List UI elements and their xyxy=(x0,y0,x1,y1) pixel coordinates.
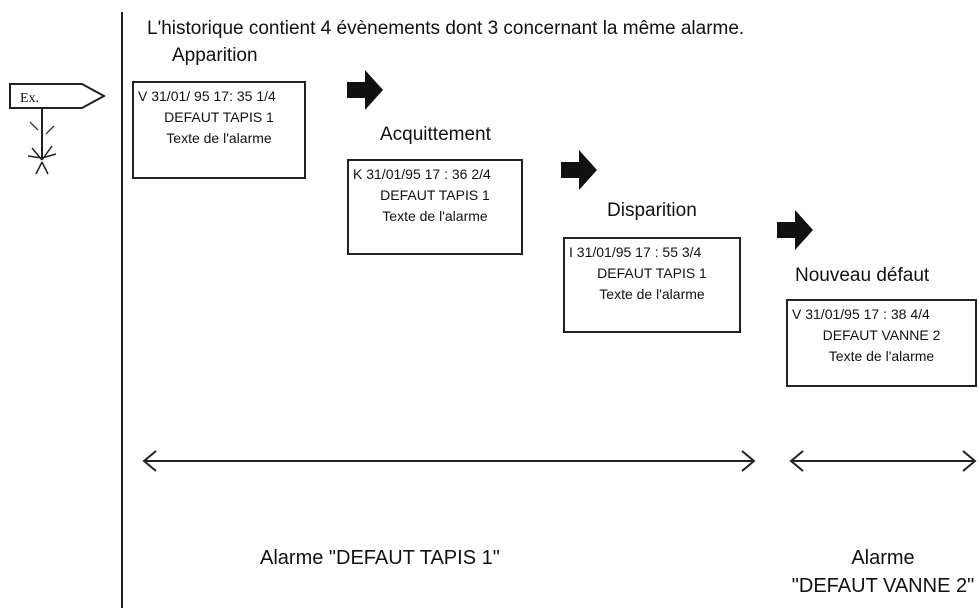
step-label-nouveau-defaut: Nouveau défaut xyxy=(795,265,930,286)
example-signpost-icon: Ex. xyxy=(9,83,107,175)
alarm-header: K 31/01/95 17 : 36 2/4 xyxy=(353,166,491,182)
group-label-line: "DEFAUT VANNE 2" xyxy=(791,575,975,597)
alarm-name: DEFAUT TAPIS 1 xyxy=(597,265,707,281)
alarm-text: Texte de l'alarme xyxy=(599,286,705,302)
span-arrow-defaut-tapis xyxy=(142,450,756,472)
alarm-box-nouveau-defaut: V 31/01/95 17 : 38 4/4 DEFAUT VANNE 2 Te… xyxy=(786,299,977,387)
alarm-name: DEFAUT TAPIS 1 xyxy=(380,187,490,203)
ex-sign-label: Ex. xyxy=(20,91,39,106)
step-label-apparition: Apparition xyxy=(172,45,258,66)
alarm-box-acquittement: K 31/01/95 17 : 36 2/4 DEFAUT TAPIS 1 Te… xyxy=(347,159,523,255)
step-arrow-icon xyxy=(347,70,383,110)
diagram-title: L'historique contient 4 évènements dont … xyxy=(147,18,745,39)
group-label-defaut-vanne: Alarme "DEFAUT VANNE 2" xyxy=(790,544,976,600)
margin-line xyxy=(121,12,123,608)
step-label-acquittement: Acquittement xyxy=(380,124,491,145)
span-arrow-defaut-vanne xyxy=(789,450,977,472)
alarm-header: V 31/01/95 17 : 38 4/4 xyxy=(792,306,930,322)
step-arrow-icon xyxy=(561,150,597,190)
alarm-text: Texte de l'alarme xyxy=(382,208,488,224)
step-arrow-icon xyxy=(777,210,813,250)
alarm-header: I 31/01/95 17 : 55 3/4 xyxy=(569,244,702,260)
alarm-box-apparition: V 31/01/ 95 17: 35 1/4 DEFAUT TAPIS 1 Te… xyxy=(132,81,306,179)
alarm-name: DEFAUT TAPIS 1 xyxy=(164,109,274,125)
alarm-text: Texte de l'alarme xyxy=(166,130,272,146)
alarm-header: V 31/01/ 95 17: 35 1/4 xyxy=(138,88,276,104)
step-label-disparition: Disparition xyxy=(607,200,697,221)
group-label-defaut-tapis: Alarme "DEFAUT TAPIS 1" xyxy=(260,547,500,569)
group-label-line: Alarme xyxy=(851,547,915,569)
alarm-name: DEFAUT VANNE 2 xyxy=(822,327,941,343)
alarm-text: Texte de l'alarme xyxy=(828,348,935,364)
alarm-box-disparition: I 31/01/95 17 : 55 3/4 DEFAUT TAPIS 1 Te… xyxy=(563,237,741,333)
